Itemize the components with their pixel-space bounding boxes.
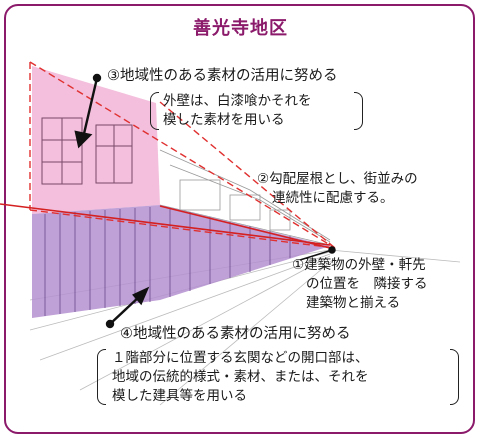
callout-3-bracket-right <box>354 92 363 130</box>
callout-1-line-2: の位置を 隣接する <box>306 276 428 292</box>
callout-4-bracket-left <box>97 349 106 405</box>
callout-3-line-1: 外壁は、白漆喰かそれを <box>163 93 312 109</box>
distant-buildings-sketch <box>159 149 331 246</box>
callout-1-line-1: ①建築物の外壁・軒先 <box>292 257 426 273</box>
callout-4-line-2: 地域の伝統的様式・素材、または、それを <box>112 369 369 385</box>
street-illustration <box>0 61 461 406</box>
leader-arrow-3 <box>74 73 102 149</box>
guide-dashed-lines <box>29 61 336 249</box>
leader-arrow-1 <box>299 246 336 261</box>
callout-1-line-3: 建築物と揃える <box>306 295 401 311</box>
callout-2-line-2: 連続性に配慮する。 <box>272 190 394 206</box>
lower-wall-highlight <box>32 205 330 318</box>
callout-3-heading: ③地域性のある素材の活用に努める <box>107 68 338 84</box>
callout-4-bracket-right <box>450 349 459 405</box>
callout-4-heading: ④地域性のある素材の活用に努める <box>120 326 351 342</box>
guide-solid-lines <box>0 203 331 249</box>
callout-4-line-1: １階部分に位置する玄関などの開口部は、 <box>112 350 369 366</box>
callout-3-line-2: 模した素材を用いる <box>163 112 285 128</box>
callout-3-bracket-left <box>150 92 159 130</box>
leader-arrow-4 <box>105 286 150 329</box>
page-title: 善光寺地区 <box>193 18 288 39</box>
callout-2-line-1: ②勾配屋根とし、街並みの <box>257 171 418 187</box>
callout-4-line-3: 模した建具等を用いる <box>112 388 247 404</box>
upper-window-sketch <box>41 117 133 185</box>
